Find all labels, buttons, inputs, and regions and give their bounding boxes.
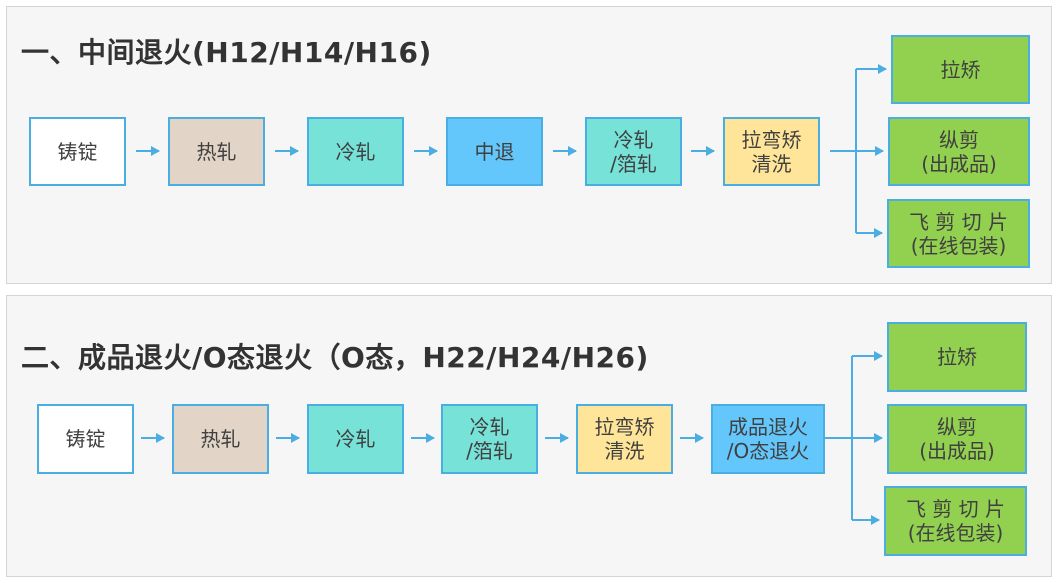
- process-step-cold-rolling: 冷轧: [307, 404, 404, 474]
- output-tension-leveling: 拉矫: [887, 322, 1027, 392]
- process-step-hot-rolling: 热轧: [168, 117, 265, 186]
- process-step-intermediate-annealing: 中退: [446, 117, 543, 186]
- output-flying-shear: 飞 剪 切 片 (在线包装): [884, 486, 1027, 556]
- step-label: 铸锭: [65, 427, 106, 451]
- step-label: 中退: [474, 139, 515, 164]
- step-label: 拉弯矫 清洗: [594, 415, 655, 463]
- output-slitting: 纵剪 (出成品): [888, 117, 1030, 186]
- process-step-cold-foil-rolling: 冷轧 /箔轧: [585, 117, 682, 186]
- step-label: 冷轧 /箔轧: [610, 127, 657, 176]
- step-label: 热轧: [196, 139, 237, 164]
- output-label: 拉矫: [937, 345, 977, 369]
- step-label: 铸锭: [57, 139, 98, 164]
- output-label: 纵剪 (出成品): [919, 415, 995, 463]
- output-label: 飞 剪 切 片 (在线包装): [908, 209, 1009, 258]
- step-label: 冷轧 /箔轧: [466, 415, 513, 463]
- process-step-ingot: 铸锭: [29, 117, 126, 186]
- process-step-hot-rolling: 热轧: [172, 404, 269, 474]
- process-step-tension-leveling-cleaning: 拉弯矫 清洗: [576, 404, 673, 474]
- output-slitting: 纵剪 (出成品): [887, 404, 1027, 474]
- output-flying-shear: 飞 剪 切 片 (在线包装): [887, 199, 1030, 268]
- step-label: 拉弯矫 清洗: [741, 127, 802, 176]
- process-step-tension-leveling-cleaning: 拉弯矫 清洗: [723, 117, 820, 186]
- output-label: 飞 剪 切 片 (在线包装): [905, 497, 1006, 545]
- process-step-cold-rolling: 冷轧: [307, 117, 404, 186]
- process-step-cold-foil-rolling: 冷轧 /箔轧: [441, 404, 538, 474]
- output-tension-leveling: 拉矫: [891, 35, 1030, 104]
- section-title-1: 一、中间退火(H12/H14/H16): [21, 36, 432, 69]
- output-label: 拉矫: [940, 57, 981, 82]
- process-step-ingot: 铸锭: [37, 404, 134, 474]
- step-label: 冷轧: [335, 427, 376, 451]
- section-title-2: 二、成品退火/O态退火（O态，H22/H24/H26): [21, 341, 649, 374]
- step-label: 冷轧: [335, 139, 376, 164]
- output-label: 纵剪 (出成品): [921, 127, 997, 176]
- step-label: 成品退火 /O态退火: [726, 415, 810, 463]
- step-label: 热轧: [200, 427, 241, 451]
- process-step-final-annealing: 成品退火 /O态退火: [711, 404, 825, 474]
